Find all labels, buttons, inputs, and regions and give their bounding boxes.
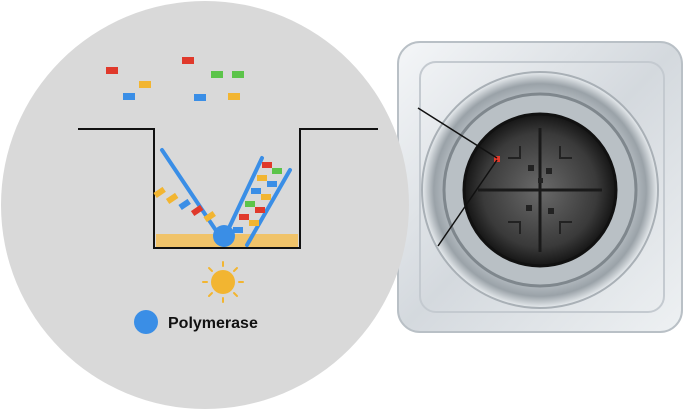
sequencing-chip bbox=[397, 41, 683, 333]
zoom-lines bbox=[417, 107, 498, 247]
nucleotide-blue bbox=[123, 93, 135, 100]
template-strand-left bbox=[153, 148, 219, 234]
chip-corner-marks bbox=[508, 146, 572, 234]
nucleotide-red bbox=[182, 57, 194, 64]
magnified-view bbox=[1, 1, 409, 409]
paired-bases bbox=[233, 162, 282, 233]
nucleotide-green bbox=[211, 71, 223, 78]
polymerase-legend-marker bbox=[134, 310, 158, 334]
nucleotide-green bbox=[232, 71, 244, 78]
well-outline bbox=[78, 128, 378, 249]
chip-housing-inner bbox=[419, 61, 665, 313]
nucleotide-yellow bbox=[139, 81, 151, 88]
legend: Polymerase bbox=[134, 310, 258, 334]
strand-backbone bbox=[245, 168, 292, 247]
chip-crosshair bbox=[478, 128, 602, 252]
chip-sensor-dots bbox=[526, 165, 554, 214]
polymerase-legend-label: Polymerase bbox=[168, 315, 258, 332]
strand-bases bbox=[153, 186, 216, 223]
nascent-strand-backbone bbox=[226, 156, 264, 232]
polymerase-enzyme bbox=[213, 225, 235, 247]
nucleotide-yellow bbox=[228, 93, 240, 100]
sun-icon bbox=[202, 261, 244, 303]
free-nucleotides bbox=[106, 57, 244, 101]
template-strand-right bbox=[226, 156, 292, 247]
nucleotide-red bbox=[106, 67, 118, 74]
chip-highlight-well bbox=[494, 156, 500, 162]
nucleotide-blue bbox=[194, 94, 206, 101]
